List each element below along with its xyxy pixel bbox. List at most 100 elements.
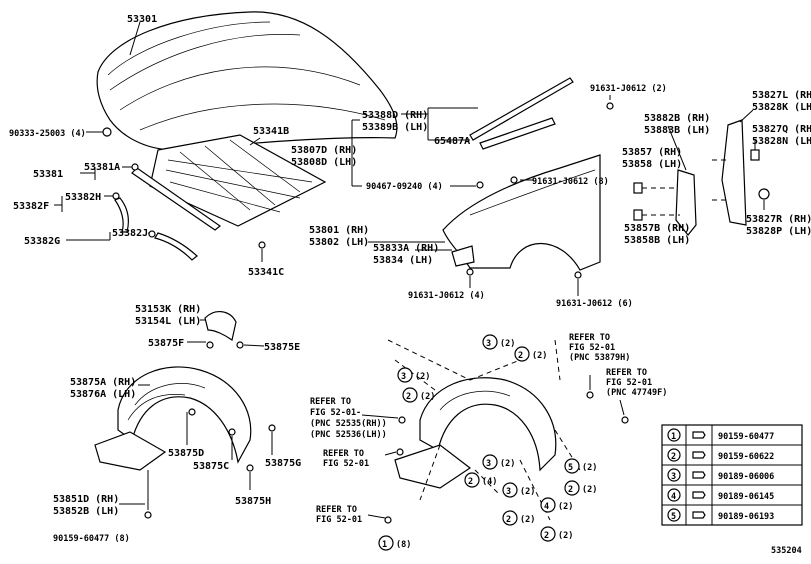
seal-53382h-strip[interactable]	[114, 197, 129, 233]
label-53382g: 53382G	[24, 236, 60, 247]
label-53875e: 53875E	[264, 342, 300, 353]
label-53827q: 53827Q (RH)	[752, 124, 811, 135]
label-53883b: 53883B (LH)	[644, 125, 710, 136]
legend-part-number: 90159-60622	[718, 452, 774, 462]
screw-bottom-icon	[466, 268, 474, 276]
legend-num: 3	[671, 472, 676, 482]
label-53382j: 53382J	[112, 228, 148, 239]
label-pnc-53879h: (PNC 53879H)	[569, 353, 630, 363]
legend-num: 5	[671, 512, 676, 522]
svg-text:(2): (2)	[558, 502, 573, 512]
callout-2b: 2 (2)	[402, 387, 435, 403]
clip-90467-icon	[476, 181, 484, 189]
callout-2c: 2 (4)	[464, 472, 497, 488]
svg-text:3: 3	[486, 459, 491, 469]
label-90159-60477: 90159-60477 (8)	[53, 534, 130, 544]
clip-53827r-icon	[758, 188, 770, 200]
fender-protector-65487a[interactable]	[479, 117, 556, 150]
svg-text:2: 2	[468, 477, 473, 487]
label-screw-rear: 91631-J0612 (6)	[556, 299, 633, 309]
svg-text:(2): (2)	[532, 351, 547, 361]
label-53341c: 53341C	[248, 267, 284, 278]
label-53382h: 53382H	[65, 192, 101, 203]
label-53381: 53381	[33, 169, 63, 180]
label-53851d: 53851D (RH)	[53, 494, 119, 505]
splash-shield-53851d[interactable]	[94, 431, 167, 471]
legend-part-number: 90159-60477	[718, 432, 774, 442]
fastener-icon	[692, 451, 706, 459]
legend-num-circle	[667, 508, 681, 522]
svg-text:3: 3	[506, 487, 511, 497]
label-53802: 53802 (LH)	[309, 237, 369, 248]
screw-mid-icon	[510, 176, 518, 184]
svg-text:(4): (4)	[482, 477, 497, 487]
label-fig-52-01-dash: FIG 52-01-	[310, 408, 361, 418]
fastener-icon	[692, 471, 706, 479]
label-90333-25003: 90333-25003 (4)	[9, 129, 86, 139]
clip-53381a-icon	[131, 163, 139, 171]
seal-53827-strip[interactable]	[721, 119, 747, 226]
label-fig-52-01-d: FIG 52-01	[569, 343, 615, 353]
clip-53382j-icon	[148, 230, 156, 238]
clip-52535-icon	[398, 416, 406, 424]
label-53828k: 53828K (LH)	[752, 102, 811, 113]
hood-bumper-icon	[102, 127, 112, 137]
label-refer-to-5: REFER TO	[606, 368, 647, 378]
svg-text:(2): (2)	[582, 485, 597, 495]
callout-1: 1 (8)	[378, 535, 411, 551]
label-53389b: 53389B (LH)	[362, 122, 428, 133]
label-53381a: 53381A	[84, 162, 120, 173]
label-53828p: 53828P (LH)	[746, 226, 811, 237]
svg-text:5: 5	[568, 463, 573, 473]
label-53382f: 53382F	[13, 201, 49, 212]
label-53875d: 53875D	[168, 448, 204, 459]
fender-liner-left[interactable]	[117, 366, 252, 464]
clip-53857b-icon	[633, 209, 643, 221]
legend-part-number: 90189-06193	[718, 512, 774, 522]
legend-num-circle	[667, 468, 681, 482]
seal-53382j-strip[interactable]	[154, 232, 198, 261]
legend-num-circle	[667, 448, 681, 462]
clip-53857-icon	[633, 182, 643, 194]
callout-3c: 3 (2)	[482, 454, 515, 470]
svg-text:(2): (2)	[500, 339, 515, 349]
label-refer-to-2: REFER TO	[323, 449, 364, 459]
clip-53341c-icon	[258, 241, 266, 249]
legend-num: 1	[671, 432, 676, 442]
svg-text:2: 2	[568, 485, 573, 495]
diagram-id: 535204	[771, 546, 802, 556]
screw-60477-icon	[144, 511, 152, 519]
label-53875c: 53875C	[193, 461, 229, 472]
clip-53879h-icon	[586, 391, 594, 399]
clip-53875d-icon	[188, 408, 196, 416]
svg-text:2: 2	[544, 531, 549, 541]
hood-panel[interactable]	[96, 11, 398, 151]
svg-text:(2): (2)	[520, 515, 535, 525]
label-pnc-52535: (PNC 52535(RH))	[310, 419, 387, 429]
svg-text:(2): (2)	[558, 531, 573, 541]
liner-shield-53153k[interactable]	[204, 311, 237, 342]
label-refer-to-3: REFER TO	[316, 505, 357, 515]
label-53828n: 53828N (LH)	[752, 136, 811, 147]
fastener-icon	[692, 491, 706, 499]
svg-text:4: 4	[544, 502, 549, 512]
hood-insulator-panel[interactable]	[149, 134, 327, 227]
label-53875g: 53875G	[265, 458, 301, 469]
callout-3b: 3 (2)	[397, 367, 430, 383]
callout-3d: 3 (2)	[502, 482, 535, 498]
svg-text:3: 3	[486, 339, 491, 349]
clip-53875h-icon	[246, 464, 254, 472]
callout-5: 5 (2)	[564, 458, 597, 474]
label-53834: 53834 (LH)	[373, 255, 433, 266]
fender-seal-53833a[interactable]	[451, 245, 475, 267]
label-53801: 53801 (RH)	[309, 225, 369, 236]
label-refer-to-1: REFER TO	[310, 397, 351, 407]
fender-seal-strip-top[interactable]	[469, 77, 574, 141]
label-53857: 53857 (RH)	[622, 147, 682, 158]
label-53153k: 53153K (RH)	[135, 304, 201, 315]
seal-53882b-strip[interactable]	[675, 169, 697, 236]
clip-53875e-icon	[236, 341, 244, 349]
label-53301: 53301	[127, 14, 157, 25]
